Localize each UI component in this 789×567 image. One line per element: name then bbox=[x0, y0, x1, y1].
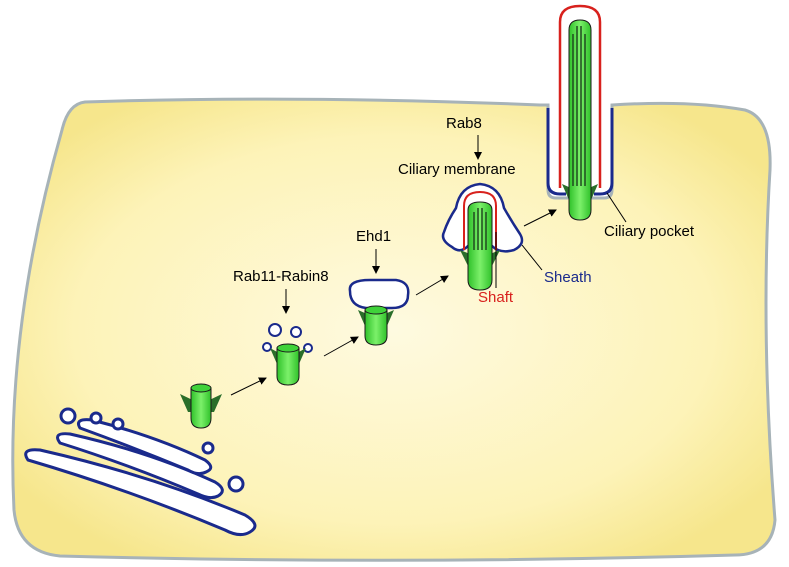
stage-4-ciliary-growth: Rab8 Ciliary membrane Shaft Sheath bbox=[398, 115, 592, 306]
centriole-top bbox=[190, 383, 212, 393]
stage-3-ciliary-vesicle: Ehd1 bbox=[348, 228, 410, 346]
ciliary-pocket-membrane bbox=[546, 108, 614, 196]
label-ciliary-membrane: Ciliary membrane bbox=[398, 161, 516, 178]
pointer-sheath bbox=[521, 244, 543, 271]
shaft-membrane bbox=[463, 190, 497, 250]
label-ehd1: Ehd1 bbox=[356, 228, 391, 245]
label-sheath: Sheath bbox=[544, 269, 592, 286]
ciliary-vesicle bbox=[348, 278, 410, 310]
label-rab8: Rab8 bbox=[446, 115, 482, 132]
label-shaft: Shaft bbox=[478, 289, 514, 306]
arrow-stage-4-to-5 bbox=[523, 209, 557, 227]
centriole-barrel bbox=[190, 387, 212, 429]
docking-vesicle bbox=[262, 342, 272, 352]
label-ciliary-pocket: Ciliary pocket bbox=[604, 223, 695, 240]
centriole-top bbox=[276, 343, 300, 353]
pointer-ciliary-pocket bbox=[606, 192, 627, 223]
golgi-vesicle bbox=[89, 411, 103, 425]
golgi-vesicle bbox=[201, 441, 215, 455]
arrow-stage-1-to-2 bbox=[230, 377, 267, 396]
docking-vesicle bbox=[268, 323, 282, 337]
stage-2-vesicle-docking: Rab11-Rabin8 bbox=[233, 268, 329, 386]
stage-5-primary-cilium: Ciliary pocket bbox=[546, 4, 695, 240]
arrow-stage-2-to-3 bbox=[323, 336, 359, 357]
arrow-stage-3-to-4 bbox=[415, 275, 449, 296]
centriole-barrel bbox=[276, 347, 300, 386]
docking-vesicle bbox=[303, 343, 313, 353]
stage-1-centriole bbox=[180, 383, 222, 429]
centriole-barrel bbox=[364, 309, 388, 346]
microtubules bbox=[473, 208, 487, 250]
golgi-vesicle bbox=[111, 417, 125, 431]
ciliary-shaft-membrane bbox=[558, 4, 602, 188]
label-rab11-rabin8: Rab11-Rabin8 bbox=[233, 268, 329, 285]
centriole-top bbox=[364, 305, 388, 315]
axoneme bbox=[467, 201, 493, 291]
golgi-apparatus bbox=[24, 407, 257, 537]
docking-vesicle bbox=[290, 326, 302, 338]
golgi-vesicle bbox=[227, 475, 245, 493]
golgi-cisterna-2 bbox=[56, 432, 224, 500]
golgi-cisterna-1 bbox=[24, 448, 257, 537]
golgi-vesicle bbox=[59, 407, 77, 425]
microtubules bbox=[572, 26, 586, 186]
